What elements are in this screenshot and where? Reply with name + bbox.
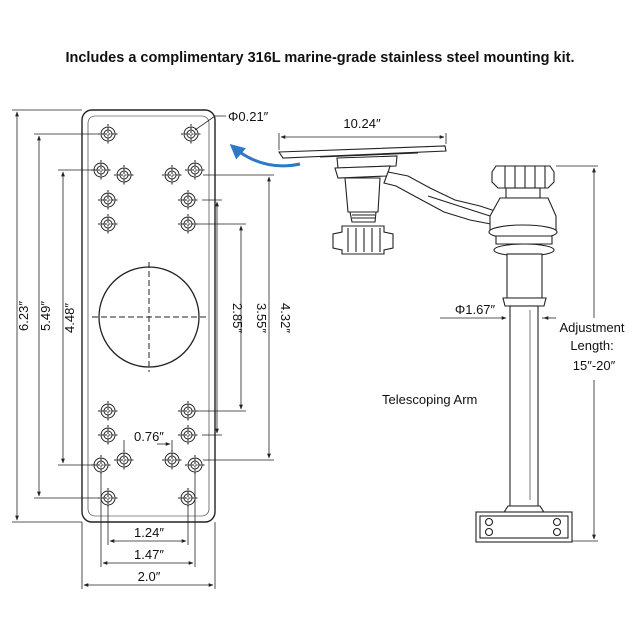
hole: [114, 450, 134, 470]
mount-dimensions: [278, 133, 598, 542]
hole: [178, 401, 198, 421]
hole: [98, 425, 118, 445]
hole: [181, 124, 201, 144]
hole: [162, 450, 182, 470]
adjustment-label: Adjustment: [559, 320, 624, 335]
small-gap-label: 0.76″: [134, 429, 164, 444]
attach-arrow-icon: [229, 144, 301, 168]
hole: [162, 165, 182, 185]
mount-assembly: [277, 145, 573, 543]
hole-diameter-label: Φ0.21″: [228, 109, 269, 124]
overall-width-label: 2.0″: [138, 569, 161, 584]
caption: Includes a complimentary 316L marine-gra…: [65, 50, 575, 66]
hole: [114, 165, 134, 185]
hole: [185, 160, 205, 180]
right-span-b-label: 3.55″: [254, 303, 269, 333]
hole: [178, 190, 198, 210]
width-b-label: 1.47″: [134, 547, 164, 562]
center-cutout: [92, 262, 206, 372]
arm-diameter-label: Φ1.67″: [455, 302, 496, 317]
right-span-a-label: 2.85″: [230, 303, 245, 333]
hole: [98, 401, 118, 421]
inner-hole-span-label: 4.48″: [62, 303, 77, 333]
hole: [178, 214, 198, 234]
mounting-plate: [81, 109, 216, 523]
hole: [178, 425, 198, 445]
top-width-label: 10.24″: [343, 116, 381, 131]
telescoping-arm-label: Telescoping Arm: [382, 392, 477, 407]
width-a-label: 1.24″: [134, 525, 164, 540]
right-span-c-label: 4.32″: [278, 303, 293, 333]
hole: [98, 190, 118, 210]
adjustment-range-label: 15″-20″: [573, 358, 616, 373]
mounting-holes: [91, 124, 205, 508]
outer-hole-span-label: 5.49″: [38, 301, 53, 331]
hole: [98, 124, 118, 144]
plate-dimensions: [12, 109, 274, 589]
adjustment-length-label: Length:: [570, 338, 613, 353]
hole: [98, 214, 118, 234]
overall-height-label: 6.23″: [16, 301, 31, 331]
